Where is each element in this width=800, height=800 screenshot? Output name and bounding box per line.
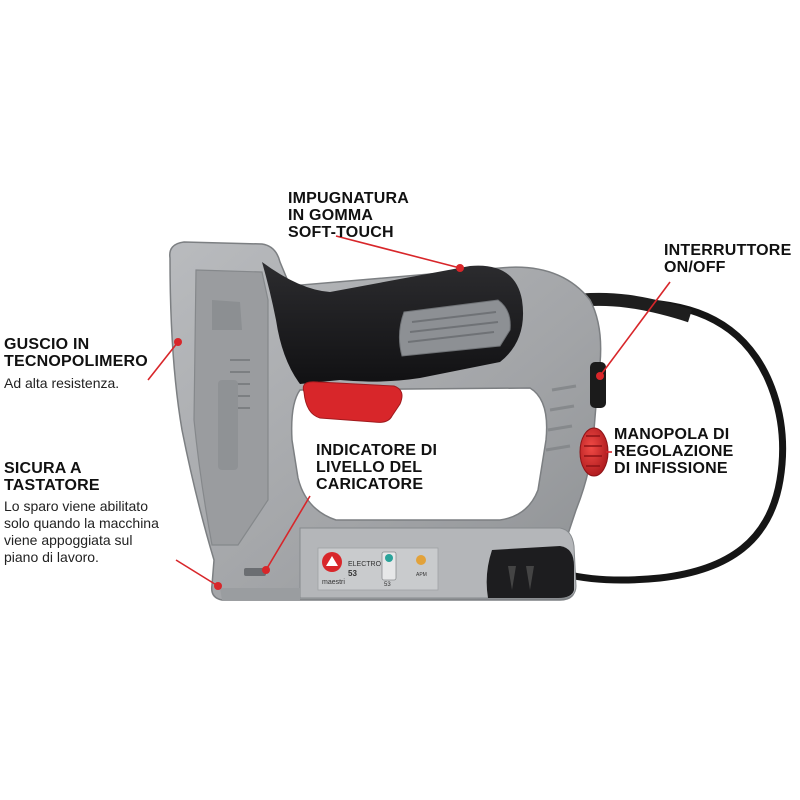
switch-title: INTERRUTTORE ON/OFF [664, 242, 792, 276]
warning-icon [416, 555, 426, 565]
knob-title: MANOPOLA DI REGOLAZIONE DI INFISSIONE [614, 426, 734, 477]
grip-leader [335, 235, 461, 269]
safety-title: SICURA A TASTATORE [4, 460, 100, 494]
safety-contact [244, 568, 266, 576]
callout-knob: MANOPOLA DI REGOLAZIONE DI INFISSIONE [614, 426, 734, 477]
leader-lines [147, 235, 671, 587]
callout-shell: GUSCIO IN TECNOPOLIMERO Ad alta resisten… [4, 336, 148, 392]
level-indicator-dot [385, 554, 393, 562]
shell-title: GUSCIO IN TECNOPOLIMERO [4, 336, 148, 370]
front-ribs [545, 384, 577, 452]
rear-grip-lines [230, 359, 250, 409]
shell-leader [147, 341, 179, 381]
cord-strain-relief [581, 292, 692, 323]
indicator-title: INDICATORE DI LIVELLO DEL CARICATORE [316, 442, 438, 493]
soft-touch-grip [262, 262, 524, 384]
shell-desc: Ad alta resistenza. [4, 375, 120, 391]
on-off-switch [590, 362, 606, 408]
rear-recess [218, 380, 238, 470]
switch-leader [599, 281, 671, 377]
grip-title: IMPUGNATURA IN GOMMA SOFT-TOUCH [288, 190, 410, 241]
callout-safety: SICURA A TASTATORE Lo sparo viene abilit… [4, 460, 159, 566]
model-line-1: ELECTRO [348, 561, 382, 568]
indicator-leader [265, 495, 311, 571]
rear-panel-slot [212, 300, 242, 330]
label-code-2: APM [416, 572, 427, 578]
label-code-1: 53 [384, 582, 391, 588]
safety-leader [175, 559, 219, 587]
brand-name: maestri [322, 579, 345, 586]
adjustment-knob [579, 427, 609, 477]
model-line-2: 53 [348, 569, 357, 578]
callout-grip: IMPUGNATURA IN GOMMA SOFT-TOUCH [288, 190, 409, 241]
callout-indicator: INDICATORE DI LIVELLO DEL CARICATORE [316, 442, 437, 493]
callout-switch: INTERRUTTORE ON/OFF [664, 242, 791, 276]
base-strip [220, 588, 300, 600]
trigger [302, 381, 403, 423]
leader-dots [174, 264, 604, 590]
safety-desc: Lo sparo viene abilitato solo quando la … [4, 498, 159, 565]
